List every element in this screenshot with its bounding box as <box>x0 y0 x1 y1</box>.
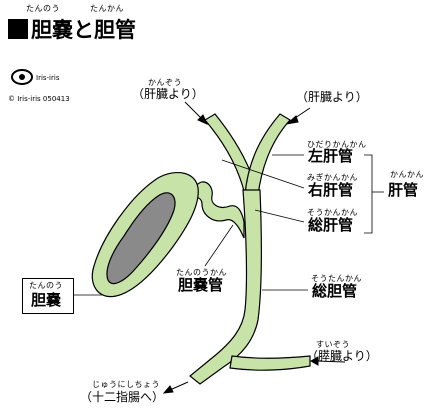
gallbladder-ruby: たんのう <box>29 281 63 290</box>
hepatic-group-label: 肝管 <box>388 181 419 199</box>
iris-logo-icon <box>10 68 33 85</box>
title-ruby-tankan: たんかん <box>90 4 124 13</box>
cystic-duct-ruby: たんのうかん <box>176 268 227 277</box>
duodenum-label: （十二指腸へ） <box>80 390 165 404</box>
common-bile-duct-shape <box>189 189 262 385</box>
arrows <box>162 101 346 394</box>
pancreatic-duct-shape <box>229 355 311 371</box>
gallbladder-label: 胆嚢 <box>31 291 62 309</box>
liver-right-label: （肝臓より） <box>296 90 368 104</box>
title-ruby-tannou: たんのう <box>26 4 60 13</box>
liver-left-ruby: かんぞう <box>148 78 182 87</box>
liver-left-label: （肝臓より） <box>132 87 204 101</box>
logo-text: Iris-iris <box>36 74 60 82</box>
title-text: 胆嚢と胆管 <box>31 18 136 42</box>
copyright-text: © Iris-iris 050413 <box>8 95 70 103</box>
left-hepatic-label: 左肝管 <box>308 147 354 165</box>
title-square-icon <box>8 19 28 39</box>
leader-lines <box>74 154 384 296</box>
page-title: 胆嚢と胆管 <box>8 18 136 42</box>
common-bile-label: 総胆管 <box>312 282 358 300</box>
hepatic-group-ruby: かんかん <box>390 170 424 179</box>
right-hepatic-label: 右肝管 <box>308 181 354 199</box>
duodenum-ruby: じゅうにしちょう <box>92 380 160 389</box>
right-hepatic-ruby: みぎかんかん <box>307 173 358 182</box>
left-hepatic-ruby: ひだりかんかん <box>307 140 367 149</box>
cystic-duct-shape <box>190 181 245 239</box>
gallbladder-shape <box>91 171 199 298</box>
gallbladder-label-box: たんのう 胆嚢 <box>22 278 74 314</box>
left-hepatic-duct-shape <box>244 113 291 196</box>
pancreas-label: （膵臓より） <box>306 349 378 363</box>
common-hepatic-label: 総肝管 <box>308 216 354 234</box>
pancreas-ruby: すいぞう <box>316 340 350 349</box>
common-bile-ruby: そうたんかん <box>311 274 362 283</box>
common-hepatic-ruby: そうかんかん <box>307 208 358 217</box>
bile-duct-system <box>189 113 311 385</box>
cystic-duct-label: 胆嚢管 <box>178 276 224 294</box>
